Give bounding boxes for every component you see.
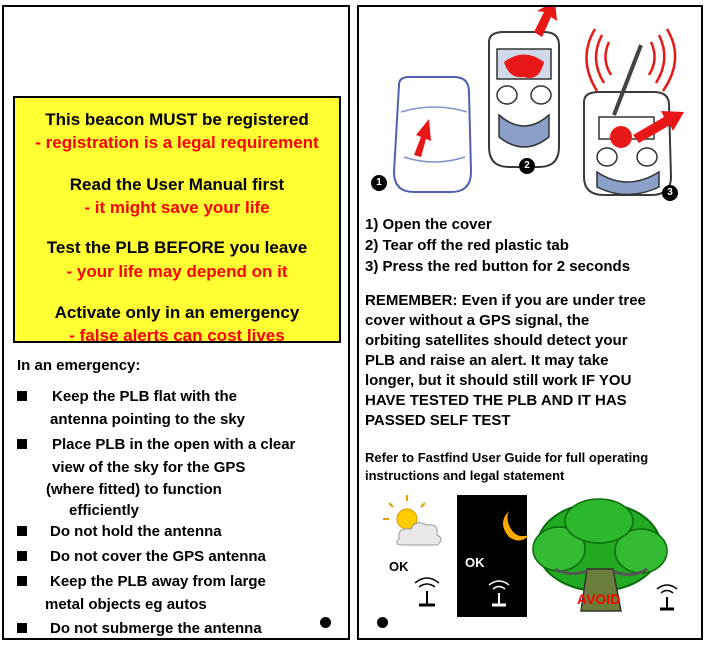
step-number-2-icon: 2	[519, 158, 535, 174]
remember-line: REMEMBER: Even if you are under tree	[365, 292, 646, 309]
square-bullet-icon	[17, 551, 27, 561]
sky-view-examples	[383, 495, 678, 617]
emergency-item-text: view of the sky for the GPS	[52, 459, 246, 476]
emergency-item-text: Do not submerge the antenna	[50, 620, 262, 637]
emergency-item-text: (where fitted) to function	[46, 481, 222, 498]
emergency-heading: In an emergency:	[17, 357, 141, 374]
plb-signal-icon	[488, 580, 510, 607]
sun-cloud-icon	[383, 495, 442, 546]
activation-steps: 1) Open the cover 2) Tear off the red pl…	[365, 214, 630, 277]
plb-signal-icon	[656, 584, 678, 611]
tree-avoid-label: AVOID	[577, 591, 621, 607]
remember-line: orbiting satellites should detect your	[365, 332, 628, 349]
remember-line: longer, but it should still work IF YOU	[365, 372, 632, 389]
square-bullet-icon	[17, 526, 27, 536]
plb-instructions-illustration	[392, 7, 684, 196]
remember-line: cover without a GPS signal, the	[365, 312, 590, 329]
plb-device-open-cover	[392, 76, 473, 193]
remember-line: HAVE TESTED THE PLB AND IT HAS	[365, 392, 627, 409]
step-tear-tab: 2) Tear off the red plastic tab	[365, 237, 569, 254]
emergency-item-text: Do not cover the GPS antenna	[50, 548, 266, 565]
warning-false-alerts: - false alerts can cost lives	[69, 326, 285, 345]
plb-device-tear-tab	[488, 7, 560, 168]
emergency-item-text: Do not hold the antenna	[50, 523, 222, 540]
corner-dot-icon	[377, 617, 388, 628]
left-panel: This beacon MUST be registered - registr…	[2, 5, 350, 640]
tree-icon	[532, 498, 668, 612]
step-number-3-icon: 3	[662, 185, 678, 201]
warning-emergency-only: Activate only in an emergency	[54, 303, 300, 322]
square-bullet-icon	[17, 623, 27, 633]
emergency-item-text: metal objects eg autos	[45, 596, 207, 613]
step-press-button: 3) Press the red button for 2 seconds	[365, 258, 631, 275]
warning-save-life: - it might save your life	[84, 198, 270, 217]
step-open-cover: 1) Open the cover	[365, 216, 492, 233]
step-number-1-icon: 1	[371, 175, 387, 191]
warning-life-depends: - your life may depend on it	[66, 262, 288, 281]
registration-warning-box: This beacon MUST be registered - registr…	[13, 96, 341, 345]
warning-legal: - registration is a legal requirement	[35, 133, 319, 152]
moon-icon	[503, 511, 529, 541]
refer-note: Refer to Fastfind User Guide for full op…	[365, 449, 648, 485]
emergency-item-text: efficiently	[69, 502, 140, 519]
square-bullet-icon	[17, 576, 27, 586]
square-bullet-icon	[17, 391, 27, 401]
night-sky-panel	[457, 495, 527, 617]
emergency-item-text: Keep the PLB away from large	[50, 573, 266, 590]
corner-dot-icon	[320, 617, 331, 628]
emergency-item-text: antenna pointing to the sky	[50, 411, 246, 428]
warning-read-manual: Read the User Manual first	[69, 175, 285, 194]
right-panel: 1 2 3 1) Open the cover 2) Tear off the …	[357, 5, 703, 640]
remember-note: REMEMBER: Even if you are under tree cov…	[365, 291, 699, 431]
plb-device-press-button	[583, 28, 684, 196]
emergency-item-text: Keep the PLB flat with the	[52, 388, 238, 405]
remember-line: PASSED SELF TEST	[365, 412, 511, 429]
warning-registered: This beacon MUST be registered	[45, 110, 309, 129]
refer-line: instructions and legal statement	[365, 468, 565, 483]
plb-signal-icon	[414, 577, 440, 607]
night-ok-label: OK	[465, 555, 485, 570]
emergency-item-text: Place PLB in the open with a clear	[52, 436, 296, 453]
day-ok-label: OK	[389, 559, 409, 574]
warning-test-plb: Test the PLB BEFORE you leave	[46, 238, 308, 257]
square-bullet-icon	[17, 439, 27, 449]
remember-line: PLB and raise an alert. It may take	[365, 352, 609, 369]
refer-line: Refer to Fastfind User Guide for full op…	[365, 450, 649, 465]
